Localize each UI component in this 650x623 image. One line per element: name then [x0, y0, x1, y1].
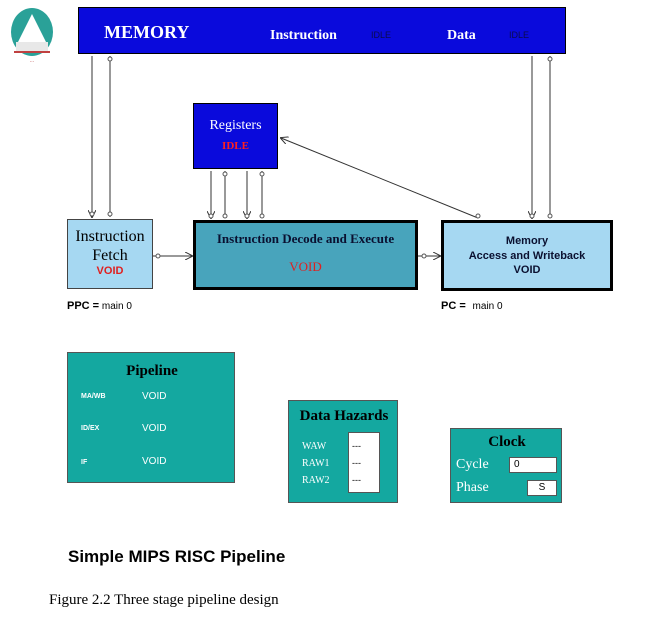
- pc-label: PC =: [441, 300, 466, 312]
- pc-readout: PC = main 0: [441, 300, 503, 312]
- pipeline-title: Pipeline: [126, 363, 178, 379]
- memory-data-status: IDLE: [509, 30, 530, 40]
- memaccess-status: VOID: [513, 264, 541, 276]
- pipeline-stage-value: VOID: [142, 456, 167, 467]
- fetch-label-line2: Fetch: [92, 247, 128, 264]
- pipeline-stage-value: VOID: [142, 391, 167, 402]
- registers-label: Registers: [209, 118, 262, 133]
- hazard-value: ---: [352, 458, 361, 468]
- hazard-value: ---: [352, 441, 361, 451]
- decode-status: VOID: [289, 259, 322, 274]
- memaccess-label-line2: Access and Writeback: [468, 250, 586, 262]
- hazard-label: RAW1: [302, 458, 330, 469]
- clock-phase-label: Phase: [456, 480, 489, 495]
- hazards-title: Data Hazards: [299, 408, 389, 424]
- hazard-value: ---: [352, 475, 361, 485]
- memory-title: MEMORY: [104, 22, 190, 42]
- logo-icon: [11, 8, 53, 56]
- pipeline-stage-label: IF: [81, 459, 88, 466]
- memory-instruction-status: IDLE: [371, 30, 392, 40]
- ppc-value: main 0: [101, 301, 132, 312]
- ppc-readout: PPC = main 0: [67, 300, 132, 312]
- registers-status: IDLE: [222, 140, 249, 152]
- clock-phase-field[interactable]: S: [527, 480, 557, 496]
- clock-cycle-label: Cycle: [456, 457, 489, 472]
- hazard-label: WAW: [302, 441, 327, 452]
- ppc-label: PPC =: [67, 300, 100, 312]
- fetch-label-line1: Instruction: [75, 228, 145, 245]
- instruction-fetch-stage: Instruction Fetch VOID: [67, 219, 153, 289]
- clock-title: Clock: [488, 434, 526, 450]
- pipeline-stage-label: MA/WB: [81, 393, 106, 400]
- pipeline-stage-label: ID/EX: [81, 425, 100, 432]
- decode-execute-stage: Instruction Decode and Execute VOID: [193, 220, 418, 290]
- figure-caption: Figure 2.2 Three stage pipeline design: [49, 592, 279, 608]
- registers-unit: Registers IDLE: [193, 103, 278, 169]
- hazards-value-box: [348, 432, 380, 493]
- memory-instruction-label: Instruction: [270, 28, 337, 43]
- memaccess-label-line1: Memory: [505, 235, 549, 247]
- pc-value: main 0: [472, 301, 503, 312]
- clock-cycle-field[interactable]: 0: [509, 457, 557, 473]
- clock-panel: Clock Cycle 0 Phase S: [450, 428, 562, 503]
- pipeline-panel: Pipeline MA/WB VOID ID/EX VOID IF VOID: [67, 352, 235, 483]
- memory-access-writeback-stage: Memory Access and Writeback VOID: [441, 220, 613, 291]
- data-hazards-panel: Data Hazards WAW --- RAW1 --- RAW2 ---: [288, 400, 398, 503]
- logo-caption: ...: [29, 58, 35, 64]
- memory-data-label: Data: [447, 28, 476, 43]
- diagram-title: Simple MIPS RISC Pipeline: [68, 547, 286, 566]
- fetch-status: VOID: [96, 265, 124, 277]
- pipeline-stage-value: VOID: [142, 423, 167, 434]
- hazard-label: RAW2: [302, 475, 330, 486]
- decode-label: Instruction Decode and Execute: [216, 231, 395, 246]
- memory-unit: MEMORY Instruction IDLE Data IDLE: [78, 7, 566, 54]
